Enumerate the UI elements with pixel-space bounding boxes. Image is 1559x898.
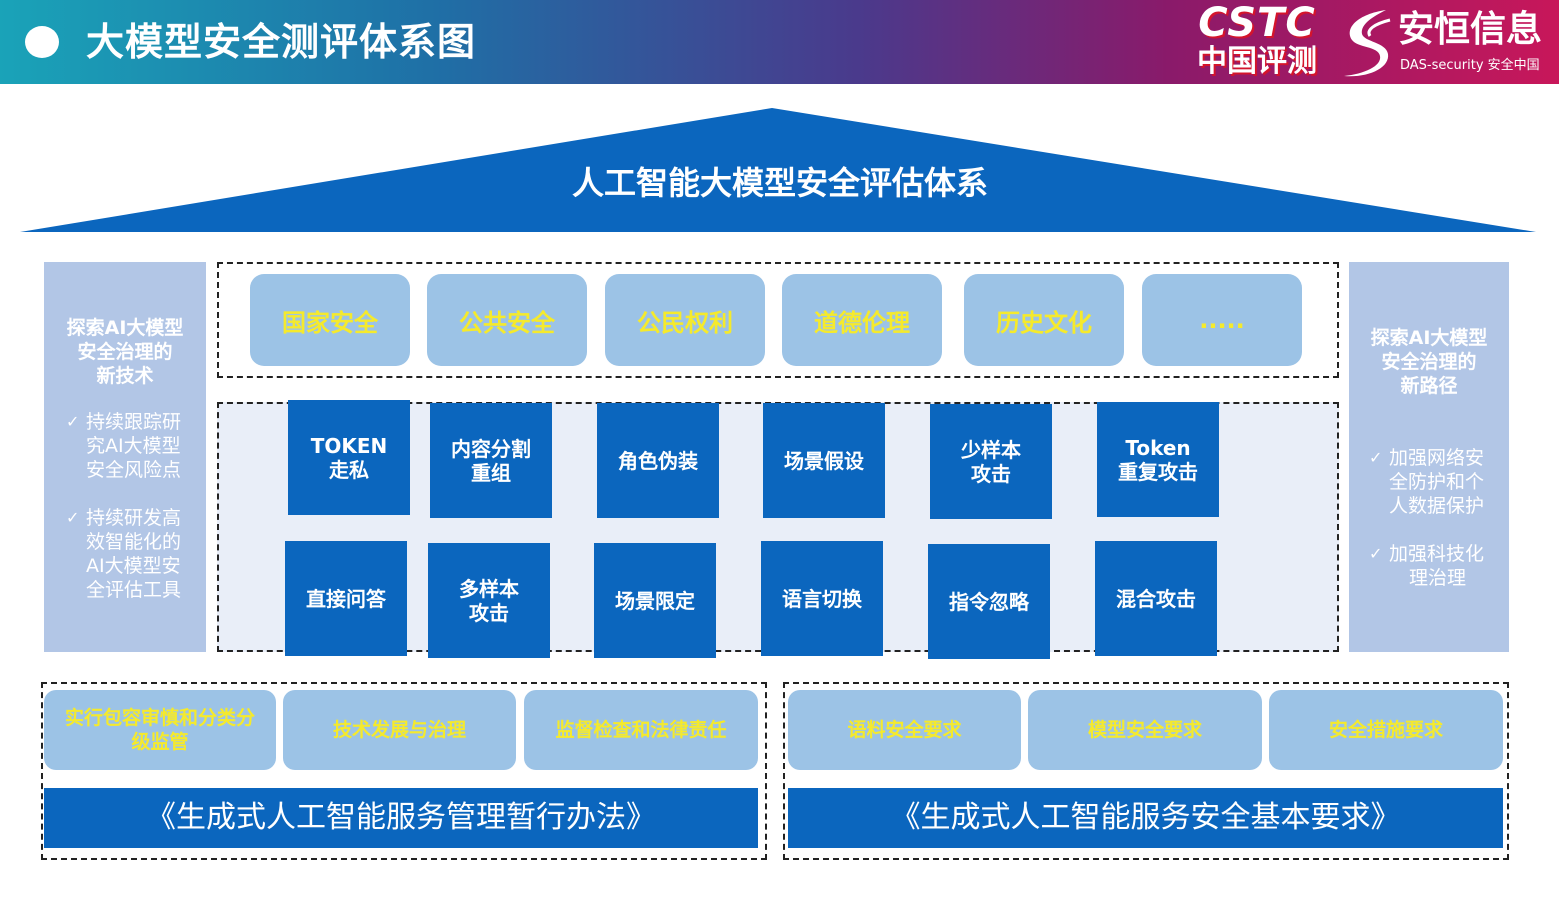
attack-method-line: 攻击 <box>971 461 1011 486</box>
das-swirl-icon <box>1344 10 1391 77</box>
right-panel-title-line: 新路径 <box>1400 375 1458 397</box>
left-panel: 探索AI大模型 安全治理的 新技术 ✓ 持续跟踪研 究AI大模型 安全风险点 ✓… <box>44 262 206 652</box>
attack-method: 语言切换 <box>761 541 883 656</box>
left-panel-title: 探索AI大模型 安全治理的 新技术 <box>44 316 206 388</box>
domain-group <box>217 262 1339 378</box>
header-bar: 大模型安全测评体系图 CSTC 中国评测 安恒信息 DAS-security 安… <box>0 0 1559 84</box>
regulation-group-left <box>41 682 767 860</box>
left-panel-item: ✓ 持续研发高 效智能化的 AI大模型安 全评估工具 <box>66 506 204 602</box>
right-panel-item: ✓ 加强科技化 理治理 <box>1369 542 1507 590</box>
attack-method-line: 内容分割 <box>451 436 531 461</box>
attack-method-line: 少样本 <box>961 437 1021 462</box>
left-panel-item-line: 持续研发高 <box>86 507 182 529</box>
domain-card: ..... <box>1142 274 1302 366</box>
roof-title: 人工智能大模型安全评估体系 <box>571 164 988 202</box>
attack-method: 直接问答 <box>285 541 407 656</box>
attack-method-line: 攻击 <box>469 600 509 625</box>
regulation-card: 监督检查和法律责任 <box>524 690 758 770</box>
regulation-card-line: 监督检查和法律责任 <box>555 719 727 741</box>
left-panel-item-line: 究AI大模型 <box>86 435 181 457</box>
regulation-group-right <box>783 682 1509 860</box>
check-icon: ✓ <box>66 412 80 431</box>
attack-method-line: 重复攻击 <box>1118 459 1198 484</box>
attack-method: 少样本攻击 <box>930 404 1052 519</box>
right-panel-title-line: 安全治理的 <box>1381 351 1477 373</box>
roof-triangle <box>20 108 1536 232</box>
right-panel-item-line: 人数据保护 <box>1389 495 1485 517</box>
cstc-logo: CSTC 中国评测 <box>1186 2 1328 82</box>
left-panel-title-line: 安全治理的 <box>77 341 173 363</box>
attack-method-line: 直接问答 <box>306 586 386 611</box>
attack-method-line: 多样本 <box>459 576 519 601</box>
check-icon: ✓ <box>66 508 80 527</box>
cstc-logo-zh: 中国评测 <box>1197 44 1317 79</box>
right-panel-title: 探索AI大模型 安全治理的 新路径 <box>1349 326 1509 398</box>
attack-method: 场景限定 <box>594 543 716 658</box>
right-panel: 探索AI大模型 安全治理的 新路径 ✓ 加强网络安 全防护和个 人数据保护 ✓ … <box>1349 262 1509 652</box>
left-panel-item-line: 效智能化的 <box>86 531 182 553</box>
requirement-card-line: 安全措施要求 <box>1328 719 1443 741</box>
attack-method-line: TOKEN <box>310 433 388 458</box>
domain-card: 国家安全 <box>250 274 410 366</box>
page-title: 大模型安全测评体系图 <box>86 20 477 64</box>
regulation-card: 技术发展与治理 <box>283 690 516 770</box>
right-panel-item-line: 全防护和个 <box>1389 471 1485 493</box>
bullet-icon <box>25 26 59 58</box>
domain-card: 公民权利 <box>605 274 765 366</box>
attack-method: 多样本攻击 <box>428 543 550 658</box>
domain-card: 公共安全 <box>427 274 587 366</box>
requirement-card-line: 语料安全要求 <box>847 719 962 741</box>
check-icon: ✓ <box>1369 448 1383 467</box>
attack-method-line: 指令忽略 <box>949 589 1029 614</box>
right-panel-item-line: 理治理 <box>1409 567 1467 589</box>
attack-method-line: 重组 <box>471 460 511 485</box>
cstc-logo-en: CSTC <box>1198 0 1316 46</box>
attack-method: 角色伪装 <box>597 403 719 518</box>
attack-method-line: 走私 <box>328 457 369 482</box>
regulation-card-line: 级监管 <box>131 731 189 753</box>
regulation-card-line: 技术发展与治理 <box>332 719 466 741</box>
requirement-card: 模型安全要求 <box>1028 690 1262 770</box>
attack-method: 场景假设 <box>763 403 885 518</box>
attack-method: 混合攻击 <box>1095 541 1217 656</box>
attack-method-line: 场景假设 <box>784 448 864 473</box>
right-panel-item-line: 加强科技化 <box>1389 543 1485 565</box>
requirement-card: 安全措施要求 <box>1269 690 1503 770</box>
left-panel-item-line: 全评估工具 <box>86 579 182 601</box>
attack-method-line: Token <box>1125 435 1191 460</box>
attack-method-line: 角色伪装 <box>618 448 698 473</box>
requirement-card-line: 模型安全要求 <box>1087 719 1202 741</box>
left-panel-item-line: 持续跟踪研 <box>86 411 182 433</box>
left-panel-item-line: AI大模型安 <box>86 555 181 577</box>
right-panel-item-line: 加强网络安 <box>1389 447 1485 469</box>
regulation-card-line: 实行包容审慎和分类分 <box>64 707 255 729</box>
right-panel-title-line: 探索AI大模型 <box>1370 327 1488 349</box>
left-panel-title-line: 探索AI大模型 <box>66 317 184 339</box>
domain-card: 道德伦理 <box>782 274 942 366</box>
das-logo-en: DAS-security 安全中国 <box>1400 58 1540 73</box>
right-panel-item: ✓ 加强网络安 全防护和个 人数据保护 <box>1369 446 1507 518</box>
attack-method: 内容分割重组 <box>430 403 552 518</box>
left-panel-title-line: 新技术 <box>96 365 154 387</box>
domain-card: 历史文化 <box>964 274 1124 366</box>
attack-method-line: 语言切换 <box>782 586 862 611</box>
regulation-card: 实行包容审慎和分类分级监管 <box>44 690 276 770</box>
das-security-logo: 安恒信息 DAS-security 安全中国 <box>1338 4 1553 82</box>
attack-method: 指令忽略 <box>928 544 1050 659</box>
attack-method-line: 混合攻击 <box>1116 586 1196 611</box>
das-logo-zh: 安恒信息 <box>1398 9 1543 50</box>
left-panel-item: ✓ 持续跟踪研 究AI大模型 安全风险点 <box>66 410 204 482</box>
law-title-right: 《生成式人工智能服务安全基本要求》 <box>788 788 1503 848</box>
law-title-left: 《生成式人工智能服务管理暂行办法》 <box>44 788 758 848</box>
check-icon: ✓ <box>1369 544 1383 563</box>
left-panel-item-line: 安全风险点 <box>86 459 182 481</box>
requirement-card: 语料安全要求 <box>788 690 1021 770</box>
attack-method-line: 场景限定 <box>615 588 695 613</box>
